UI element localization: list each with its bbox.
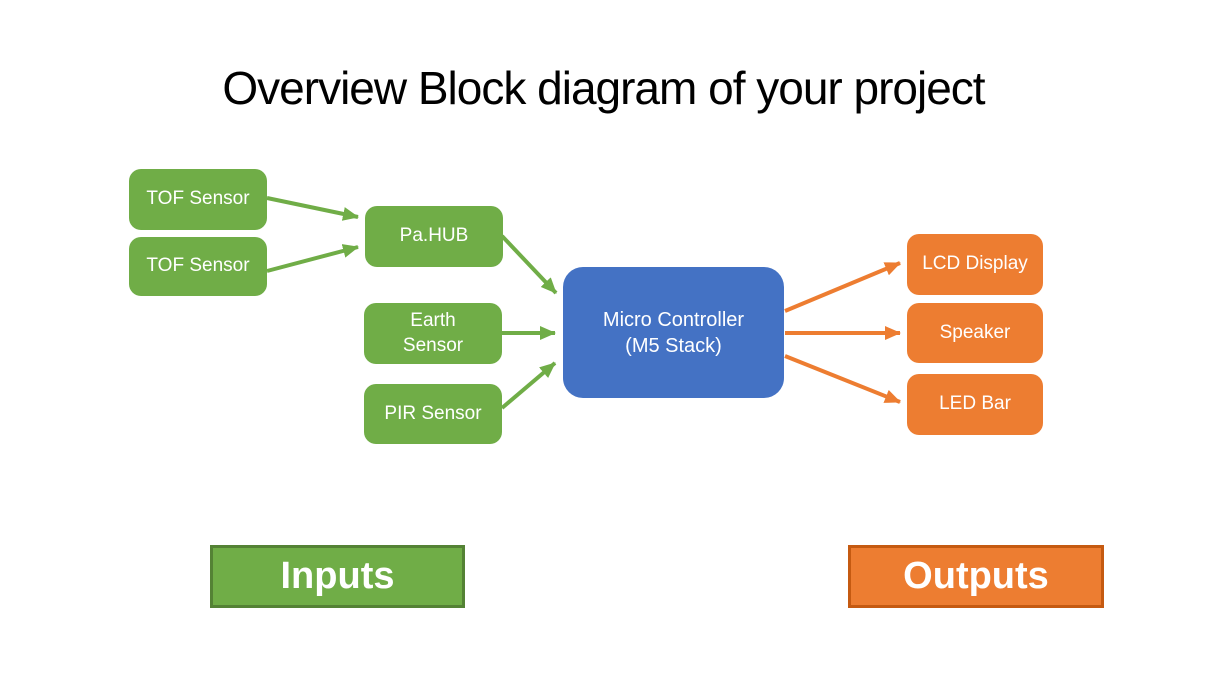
node-speaker: Speaker: [907, 303, 1043, 363]
arrow-pahub-to-controller: [500, 234, 558, 295]
node-led-bar: LED Bar: [907, 374, 1043, 435]
node-pir-sensor: PIR Sensor: [364, 384, 502, 444]
node-tof-sensor-2-label: TOF Sensor: [146, 255, 250, 277]
page-title: Overview Block diagram of your project: [222, 62, 985, 114]
node-tof-sensor-1-label: TOF Sensor: [146, 188, 250, 210]
node-micro-controller-label: Micro Controller (M5 Stack): [602, 308, 745, 357]
node-earth-sensor: Earth Sensor: [364, 303, 502, 364]
node-pahub-label: Pa.HUB: [399, 225, 469, 247]
legend-outputs: Outputs: [848, 545, 1104, 608]
node-pahub: Pa.HUB: [365, 206, 503, 267]
node-lcd-display-label: LCD Display: [922, 253, 1028, 275]
arrow-controller-to-led: [784, 354, 901, 404]
arrow-controller-to-lcd: [784, 261, 901, 313]
arrow-tof1-to-pahub: [266, 196, 359, 221]
node-tof-sensor-1: TOF Sensor: [129, 169, 267, 230]
node-earth-sensor-label: Earth Sensor: [402, 309, 464, 356]
node-micro-controller: Micro Controller (M5 Stack): [563, 267, 784, 398]
node-pir-sensor-label: PIR Sensor: [384, 402, 482, 424]
node-led-bar-label: LED Bar: [939, 393, 1011, 415]
arrow-pir-to-controller: [500, 361, 557, 410]
node-speaker-label: Speaker: [939, 321, 1011, 343]
node-tof-sensor-2: TOF Sensor: [129, 237, 267, 296]
legend-inputs-label: Inputs: [280, 555, 395, 597]
legend-outputs-label: Outputs: [903, 555, 1049, 597]
legend-inputs: Inputs: [210, 545, 465, 608]
node-lcd-display: LCD Display: [907, 234, 1043, 295]
arrow-tof2-to-pahub: [266, 244, 359, 273]
